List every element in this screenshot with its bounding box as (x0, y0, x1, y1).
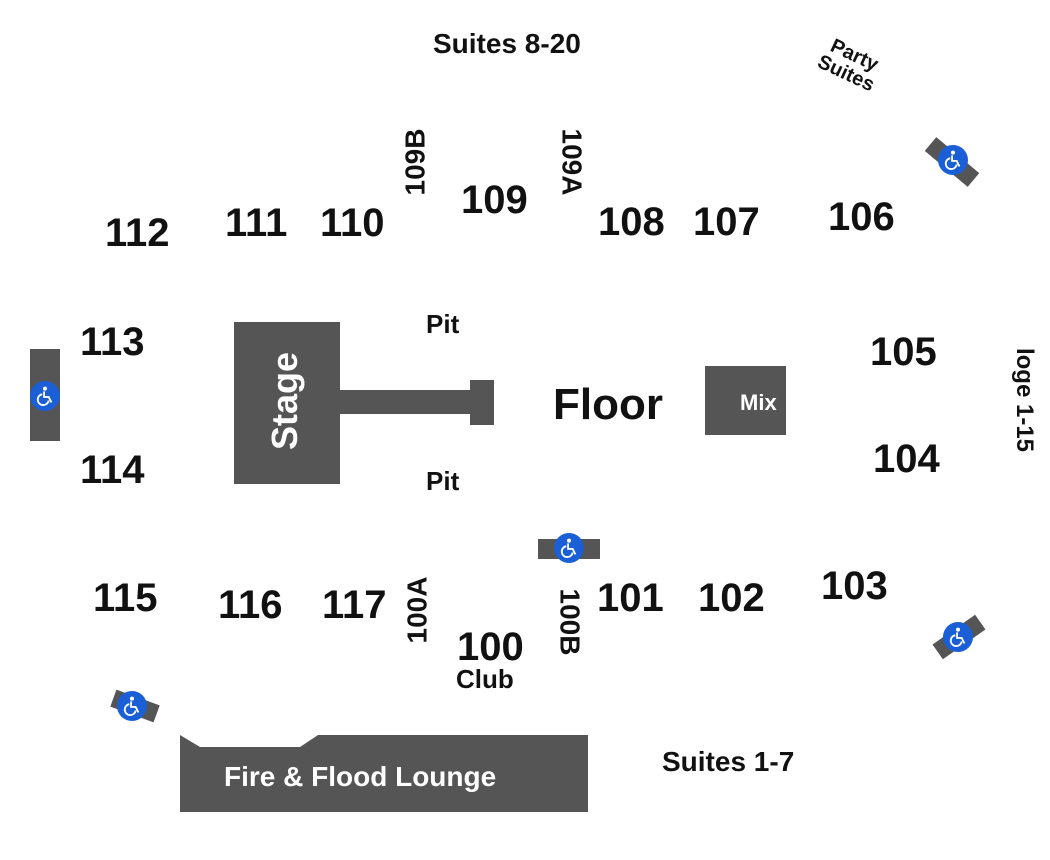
runway-end-platform (470, 380, 494, 425)
section-117[interactable]: 117 (322, 583, 387, 627)
section-101[interactable]: 101 (597, 576, 664, 620)
section-100-club[interactable]: Club (456, 664, 514, 694)
fire-flood-lounge-shape (180, 735, 588, 812)
section-116[interactable]: 116 (218, 583, 283, 627)
loge-label[interactable]: loge 1-15 (1011, 347, 1039, 453)
suites-bottom-label[interactable]: Suites 1-7 (662, 746, 795, 777)
lounge-label[interactable]: Fire & Flood Lounge (224, 761, 497, 792)
section-100a[interactable]: 100A (401, 576, 433, 644)
section-103[interactable]: 103 (821, 564, 888, 608)
stage-runway (338, 390, 472, 414)
pit-top-label[interactable]: Pit (426, 309, 460, 339)
mix-booth (705, 366, 786, 435)
section-108[interactable]: 108 (598, 200, 665, 244)
floor-label[interactable]: Floor (553, 380, 663, 429)
wheelchair-accessible-icon[interactable] (938, 145, 968, 175)
section-104[interactable]: 104 (873, 437, 940, 481)
pit-bottom-label[interactable]: Pit (426, 466, 460, 496)
mix-label: Mix (740, 390, 777, 415)
section-110[interactable]: 110 (320, 201, 385, 245)
section-113[interactable]: 113 (80, 320, 145, 364)
section-102[interactable]: 102 (698, 576, 765, 620)
section-105[interactable]: 105 (870, 330, 937, 374)
section-111[interactable]: 111 (225, 201, 288, 245)
party-suites-label[interactable]: Party Suites (801, 29, 895, 108)
wheelchair-accessible-icon[interactable] (117, 691, 147, 721)
section-114[interactable]: 114 (80, 448, 145, 492)
wheelchair-accessible-icon[interactable] (30, 381, 60, 411)
section-109b[interactable]: 109B (399, 128, 431, 196)
section-100[interactable]: 100 (457, 625, 524, 669)
section-109a[interactable]: 109A (556, 128, 588, 196)
wheelchair-accessible-icon[interactable] (943, 622, 973, 652)
section-115[interactable]: 115 (93, 576, 158, 620)
stage (234, 322, 340, 484)
section-100b[interactable]: 100B (554, 588, 586, 656)
stage-label: Stage (264, 351, 306, 451)
section-107[interactable]: 107 (693, 200, 760, 244)
wheelchair-accessible-icon[interactable] (554, 533, 584, 563)
suites-top-label[interactable]: Suites 8-20 (433, 28, 581, 59)
section-106[interactable]: 106 (828, 195, 895, 239)
section-112[interactable]: 112 (105, 211, 170, 255)
section-109[interactable]: 109 (461, 178, 528, 222)
